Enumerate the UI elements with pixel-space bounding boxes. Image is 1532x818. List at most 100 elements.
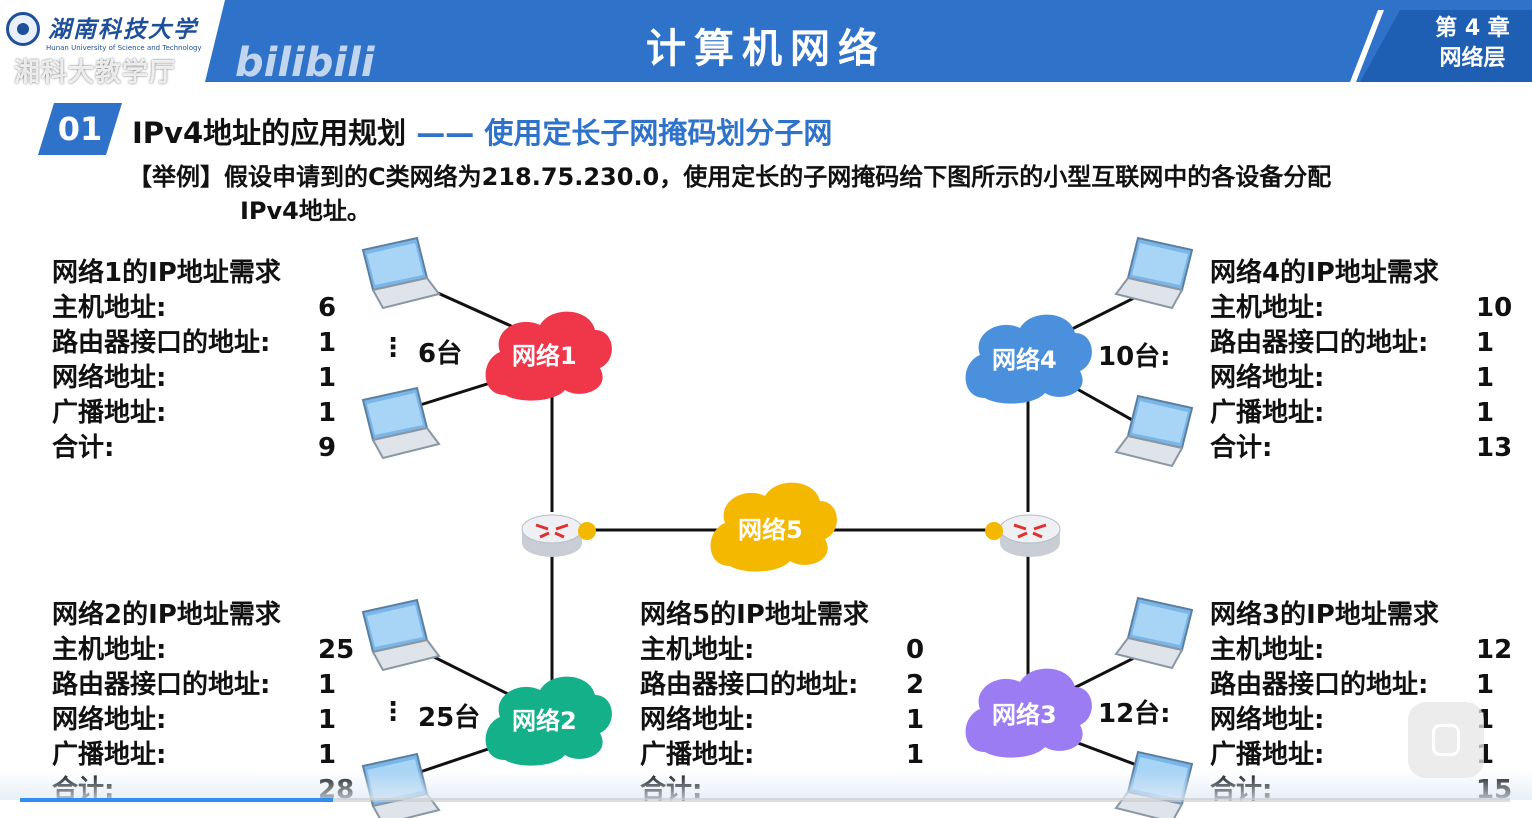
req-value-broadcast: 1 (318, 740, 337, 770)
net2-requirements: 网络2的IP地址需求 主机地址: 路由器接口的地址: 网络地址: 广播地址: 合… (52, 598, 355, 808)
req-value-total: 9 (318, 433, 337, 463)
net2-dots: ⋮ (380, 697, 406, 727)
network3-cloud-icon: 网络3 (965, 668, 1092, 758)
laptop-icon (362, 387, 440, 459)
req-label-router: 路由器接口的地址: (52, 670, 271, 700)
req-value-network: 1 (1476, 363, 1495, 393)
req-value-host: 10 (1476, 293, 1513, 323)
chapter-number: 第 4 章 (1435, 16, 1510, 41)
req-label-total: 合计: (52, 433, 115, 463)
req-value-network: 1 (906, 705, 925, 735)
req-label-broadcast: 广播地址: (1210, 740, 1325, 770)
req-value-broadcast: 1 (1476, 398, 1495, 428)
bilibili-watermark: bilibili (235, 40, 375, 86)
router2-interface-dot (985, 522, 1003, 540)
req-label-network: 网络地址: (1210, 705, 1325, 735)
net1-requirements: 网络1的IP地址需求 主机地址: 路由器接口的地址: 网络地址: 广播地址: 合… (52, 256, 342, 466)
req-value-router: 1 (318, 670, 337, 700)
req-label-host: 主机地址: (1210, 635, 1325, 665)
req-label-host: 主机地址: (640, 635, 755, 665)
req-label-network: 网络地址: (1210, 363, 1325, 393)
school-name-en: Hunan University of Science and Technolo… (46, 44, 202, 52)
req-value-host: 6 (318, 293, 337, 323)
laptop-icon (1115, 395, 1193, 467)
network2-label: 网络2 (512, 707, 577, 735)
school-name-cn: 湖南科技大学 (48, 16, 198, 43)
chapter-label: 第 4 章 网络层 (1420, 14, 1525, 74)
channel-watermark: 湘科大教学厅 (14, 58, 177, 88)
router-icon (998, 513, 1062, 559)
section-dash: —— (406, 116, 485, 150)
req-label-network: 网络地址: (52, 363, 167, 393)
network5-cloud-icon: 网络5 (710, 482, 837, 572)
network3-label: 网络3 (992, 701, 1057, 729)
section-title-main: IPv4地址的应用规划 (132, 116, 407, 150)
section-title: IPv4地址的应用规划 —— 使用定长子网掩码划分子网 (132, 110, 832, 152)
audio-waveform (0, 770, 1532, 800)
example-line-1: 【举例】假设申请到的C类网络为218.75.230.0，使用定长的子网掩码给下图… (128, 163, 1332, 191)
req-value-host: 25 (318, 635, 355, 665)
net1-host-count: 6台 (418, 339, 463, 369)
router-icon (520, 513, 584, 559)
laptop-icon (362, 237, 440, 309)
req-value-router: 2 (906, 670, 925, 700)
req-title: 网络2的IP地址需求 (52, 600, 281, 630)
video-progress-track[interactable] (20, 798, 1510, 802)
req-value-network: 1 (318, 705, 337, 735)
network4-cloud-icon: 网络4 (965, 314, 1092, 404)
req-value-broadcast: 1 (906, 740, 925, 770)
req-value-router: 1 (318, 328, 337, 358)
laptop-icon (1115, 237, 1193, 309)
req-value-router: 1 (1476, 328, 1495, 358)
req-label-router: 路由器接口的地址: (1210, 328, 1429, 358)
req-value-host: 0 (906, 635, 925, 665)
university-logo-area: 湖南科技大学 Hunan University of Science and T… (0, 0, 225, 82)
req-title: 网络3的IP地址需求 (1210, 600, 1439, 630)
video-progress-fill[interactable] (20, 798, 333, 802)
req-title: 网络5的IP地址需求 (640, 600, 869, 630)
req-title: 网络1的IP地址需求 (52, 258, 281, 288)
network4-label: 网络4 (992, 346, 1057, 374)
net1-dots: ⋮ (380, 333, 406, 363)
section-subtitle: 使用定长子网掩码划分子网 (484, 116, 833, 150)
link-net1-laptop-bottom (419, 378, 501, 407)
req-label-broadcast: 广播地址: (52, 740, 167, 770)
play-icon[interactable] (1408, 702, 1484, 778)
req-label-network: 网络地址: (640, 705, 755, 735)
req-label-host: 主机地址: (52, 635, 167, 665)
network1-cloud-icon: 网络1 (485, 311, 612, 401)
req-label-router: 路由器接口的地址: (52, 328, 271, 358)
slide-title: 计算机网络 (646, 26, 886, 72)
req-value-router: 1 (1476, 670, 1495, 700)
req-value-total: 13 (1476, 433, 1513, 463)
req-label-router: 路由器接口的地址: (1210, 670, 1429, 700)
net3-host-count: 12台: (1098, 699, 1171, 729)
example-line-2: IPv4地址。 (240, 197, 371, 225)
req-label-broadcast: 广播地址: (1210, 398, 1325, 428)
network1-label: 网络1 (512, 342, 577, 370)
req-value-broadcast: 1 (318, 398, 337, 428)
chapter-name: 网络层 (1439, 46, 1506, 71)
net4-host-count: 10台: (1098, 342, 1171, 372)
network2-cloud-icon: 网络2 (485, 676, 612, 766)
net4-requirements: 网络4的IP地址需求 主机地址: 路由器接口的地址: 网络地址: 广播地址: 合… (1210, 256, 1513, 466)
router1-interface-dot (578, 522, 596, 540)
req-label-host: 主机地址: (52, 293, 167, 323)
section-number: 01 (38, 103, 122, 155)
net2-host-count: 25台 (418, 703, 481, 733)
req-label-total: 合计: (1210, 433, 1273, 463)
req-label-broadcast: 广播地址: (52, 398, 167, 428)
university-emblem-icon (6, 12, 40, 46)
req-label-broadcast: 广播地址: (640, 740, 755, 770)
req-value-network: 1 (318, 363, 337, 393)
example-text: 【举例】假设申请到的C类网络为218.75.230.0，使用定长的子网掩码给下图… (128, 160, 1508, 228)
network5-label: 网络5 (738, 516, 803, 544)
req-label-network: 网络地址: (52, 705, 167, 735)
link-net2-laptop-bottom (419, 743, 501, 774)
req-title: 网络4的IP地址需求 (1210, 258, 1439, 288)
req-label-host: 主机地址: (1210, 293, 1325, 323)
req-label-router: 路由器接口的地址: (640, 670, 859, 700)
laptop-icon (362, 599, 440, 671)
slide-header (0, 0, 1532, 82)
